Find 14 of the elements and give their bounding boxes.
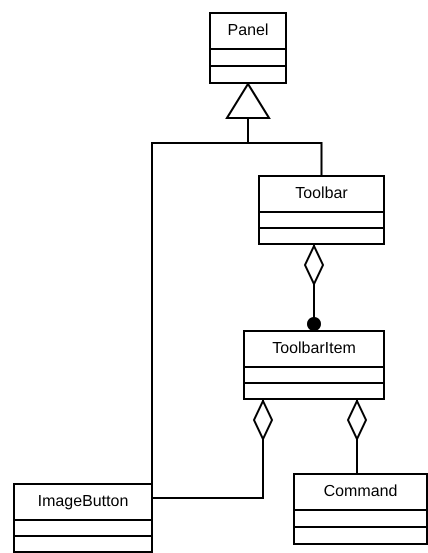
class-name: Panel: [226, 21, 270, 41]
class-box: [293, 473, 428, 545]
class-box: [243, 330, 385, 400]
aggregation-line: [153, 400, 273, 499]
aggregation-line: [347, 400, 367, 473]
class-name: ImageButton: [36, 492, 130, 512]
class-name: Command: [322, 482, 398, 502]
class-name: ToolbarItem: [271, 339, 357, 359]
aggregation-line: [304, 245, 324, 331]
class-box: [13, 483, 153, 553]
inheritance-line: [151, 83, 270, 483]
class-name: Toolbar: [294, 184, 349, 204]
class-box: [209, 12, 287, 84]
class-box: [258, 175, 385, 245]
